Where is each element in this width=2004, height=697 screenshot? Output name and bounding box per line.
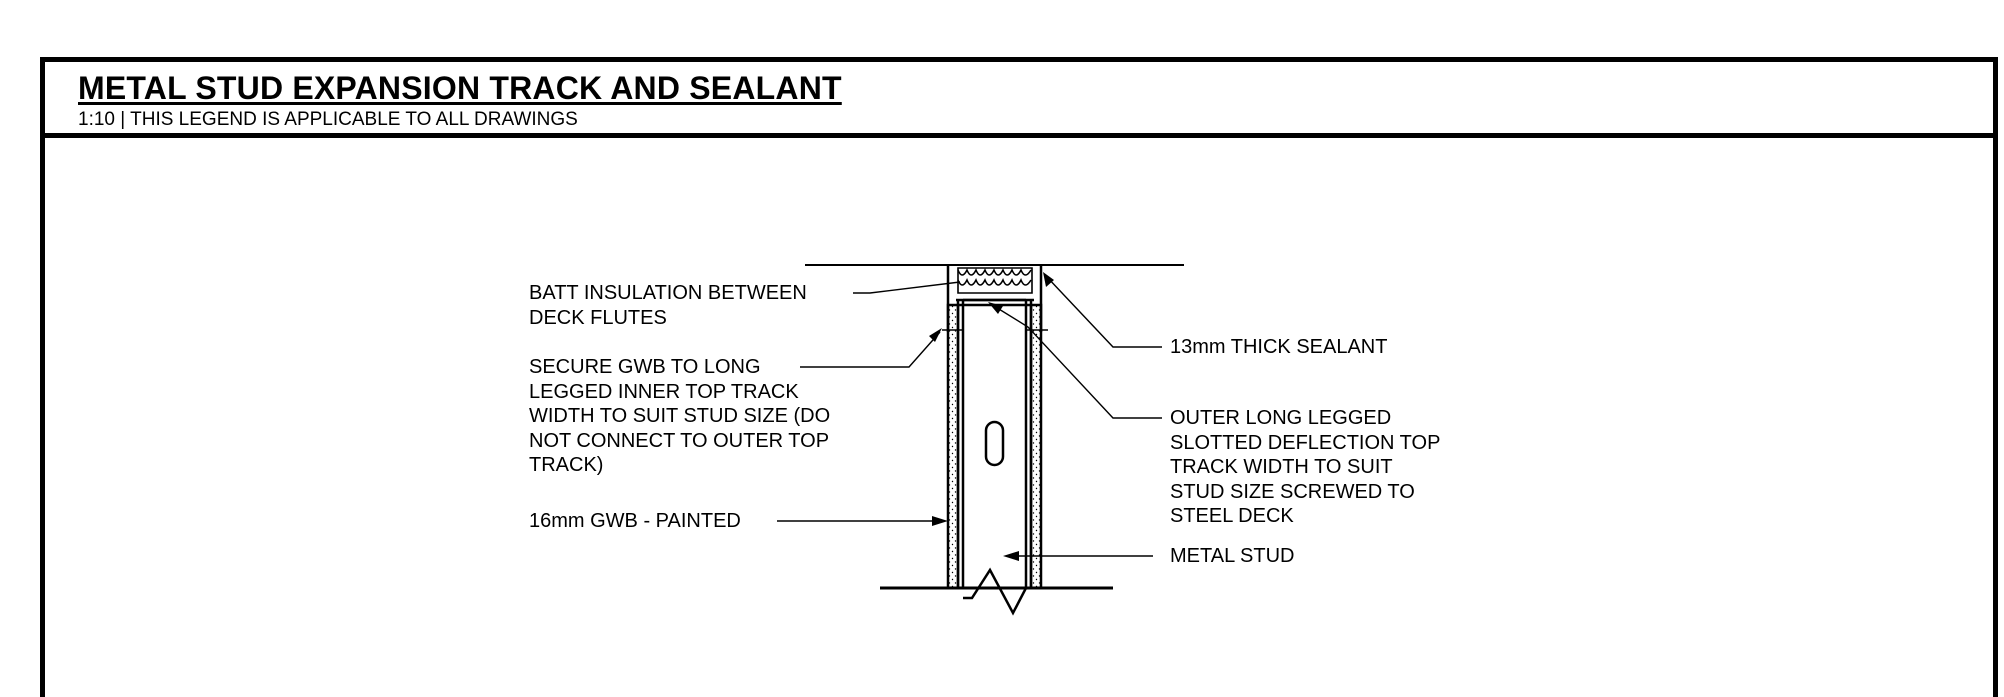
callout-secure-gwb: SECURE GWB TO LONG LEGGED INNER TOP TRAC… — [529, 356, 831, 476]
sheet-border — [40, 57, 1998, 697]
gwb-left — [946, 303, 960, 590]
callout-sealant: 13mm THICK SEALANT — [1170, 336, 1388, 358]
callout-metal-stud: METAL STUD — [1170, 545, 1295, 567]
stud-slot — [984, 420, 1005, 467]
callout-gwb-painted: 16mm GWB - PAINTED — [529, 510, 741, 532]
arrowheads — [929, 272, 1054, 561]
wall-section-drawing — [777, 264, 1184, 616]
break-line — [963, 567, 1028, 616]
callout-outer-track: OUTER LONG LEGGED SLOTTED DEFLECTION TOP… — [1170, 407, 1441, 527]
metal-stud — [956, 298, 1033, 588]
callout-batt-insulation: BATT INSULATION BETWEEN DECK FLUTES — [529, 282, 807, 329]
title-band — [40, 57, 1998, 138]
leaders — [777, 275, 1162, 557]
detail-title: METAL STUD EXPANSION TRACK AND SEALANT — [78, 70, 842, 106]
gwb-right — [1029, 303, 1043, 590]
detail-subtitle: 1:10 | THIS LEGEND IS APPLICABLE TO ALL … — [78, 109, 578, 130]
drawing-sheet: METAL STUD EXPANSION TRACK AND SEALANT 1… — [40, 57, 1998, 697]
batt-insulation — [957, 267, 1033, 294]
